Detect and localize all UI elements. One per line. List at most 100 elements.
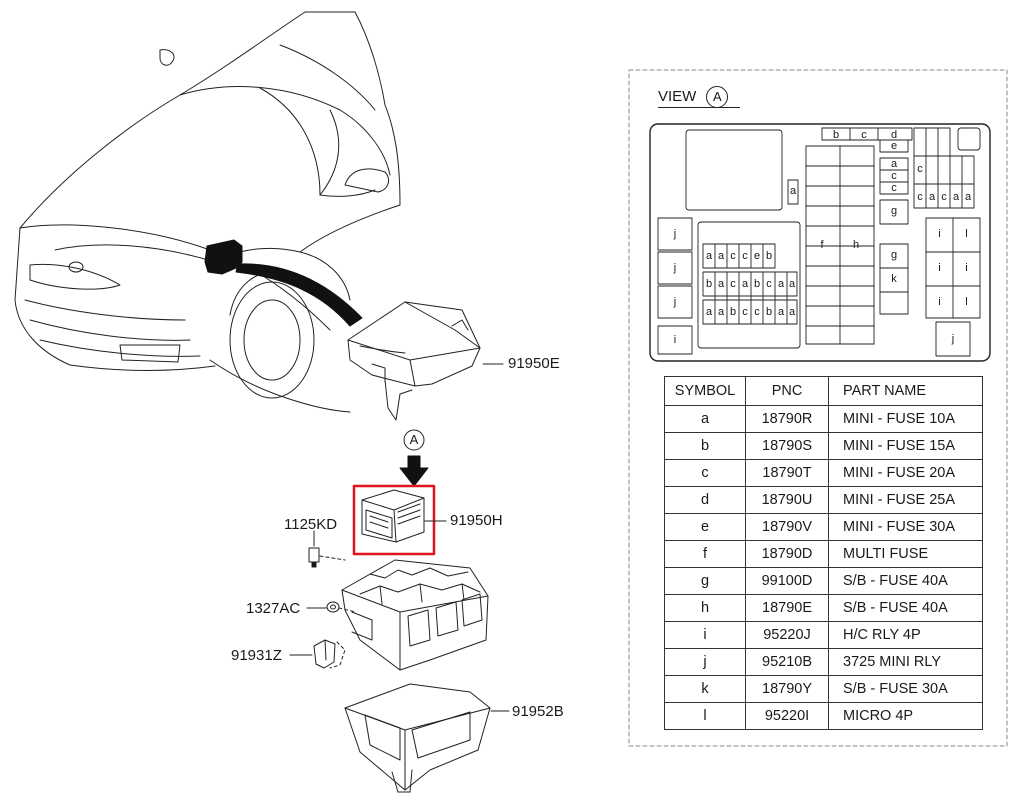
slot-label: i — [673, 334, 677, 346]
symbol-cell: l — [664, 702, 746, 730]
slot-label: c — [730, 278, 736, 290]
slot-label: k — [891, 273, 897, 285]
slot-label: c — [742, 250, 748, 262]
slot-label: j — [673, 262, 677, 274]
nut-part — [326, 601, 357, 613]
pnc-cell: 18790R — [745, 405, 829, 433]
pnc-cell: 18790E — [745, 594, 829, 622]
symbol-cell: h — [664, 594, 746, 622]
symbol-cell: j — [664, 648, 746, 676]
pnc-cell: 18790V — [745, 513, 829, 541]
pnc-cell: 95220I — [745, 702, 829, 730]
slot-label: c — [941, 191, 947, 203]
slot-label: a — [789, 185, 797, 197]
slot-label: c — [766, 278, 772, 290]
slot-label: a — [777, 306, 785, 318]
slot-label: a — [717, 250, 725, 262]
slot-label: c — [754, 306, 760, 318]
slot-label: j — [951, 333, 955, 345]
slot-label: b — [729, 306, 737, 318]
view-title-underline — [658, 107, 740, 108]
highlight-box — [352, 484, 436, 556]
callout-91931Z: 91931Z — [231, 647, 282, 664]
fuse-layout-slots — [657, 127, 981, 357]
view-label: VIEW — [658, 88, 697, 105]
slot-label: i — [938, 228, 941, 240]
slot-label: c — [917, 191, 923, 203]
part-name-cell: MINI - FUSE 25A — [828, 486, 983, 514]
slot-label: a — [964, 191, 972, 203]
part-name-cell: MICRO 4P — [828, 702, 983, 730]
location-block — [204, 239, 243, 275]
slot-label: a — [777, 278, 785, 290]
view-a-title: VIEW A — [658, 86, 740, 108]
pnc-cell: 18790T — [745, 459, 829, 487]
bracket-part — [313, 639, 346, 669]
callout-1125KD: 1125KD — [284, 516, 338, 533]
fuse-layout-outline — [649, 123, 991, 362]
view-marker-circle — [403, 429, 425, 451]
symbol-cell: e — [664, 513, 746, 541]
slot-label: b — [705, 278, 713, 290]
slot-label: f — [820, 239, 824, 251]
lower-cover-part — [344, 683, 491, 793]
view-marker: A — [706, 86, 729, 108]
slot-label: l — [965, 296, 968, 308]
part-name-cell: MINI - FUSE 20A — [828, 459, 983, 487]
callout-91950E: 91950E — [508, 355, 560, 372]
slot-label: e — [890, 140, 898, 152]
symbol-cell: b — [664, 432, 746, 460]
pnc-cell: 95220J — [745, 621, 829, 649]
slot-label: d — [890, 129, 898, 141]
callout-view-marker: A — [409, 432, 419, 447]
pnc-cell: 18790D — [745, 540, 829, 568]
symbol-cell: f — [664, 540, 746, 568]
slot-label: a — [788, 306, 796, 318]
slot-label: a — [705, 250, 713, 262]
slot-label: b — [765, 250, 773, 262]
slot-label: c — [742, 306, 748, 318]
callout-1327AC: 1327AC — [246, 600, 301, 617]
symbol-cell: a — [664, 405, 746, 433]
slot-label: a — [741, 278, 749, 290]
bolt-part — [308, 547, 346, 568]
callout-91952B: 91952B — [512, 703, 564, 720]
down-arrow-icon — [399, 455, 429, 487]
symbol-cell: c — [664, 459, 746, 487]
slot-label: b — [832, 129, 840, 141]
slot-label: i — [938, 296, 941, 308]
slot-label: e — [753, 250, 761, 262]
slot-label: a — [788, 278, 796, 290]
part-name-cell: S/B - FUSE 40A — [828, 594, 983, 622]
slot-label: i — [938, 262, 941, 274]
symbol-cell: k — [664, 675, 746, 703]
column-header: PNC — [745, 376, 829, 406]
main-fuse-block — [341, 559, 489, 671]
slot-label: h — [852, 239, 860, 251]
slot-label: a — [928, 191, 936, 203]
part-name-cell: S/B - FUSE 40A — [828, 567, 983, 595]
slot-label: a — [952, 191, 960, 203]
slot-label: j — [673, 228, 677, 240]
pnc-cell: 18790S — [745, 432, 829, 460]
part-name-cell: S/B - FUSE 30A — [828, 675, 983, 703]
slot-label: a — [717, 278, 725, 290]
slot-label: i — [965, 262, 968, 274]
part-name-cell: H/C RLY 4P — [828, 621, 983, 649]
part-name-cell: MULTI FUSE — [828, 540, 983, 568]
slot-label: c — [917, 163, 923, 175]
slot-label: c — [891, 182, 897, 194]
junction-block-part — [361, 489, 425, 543]
